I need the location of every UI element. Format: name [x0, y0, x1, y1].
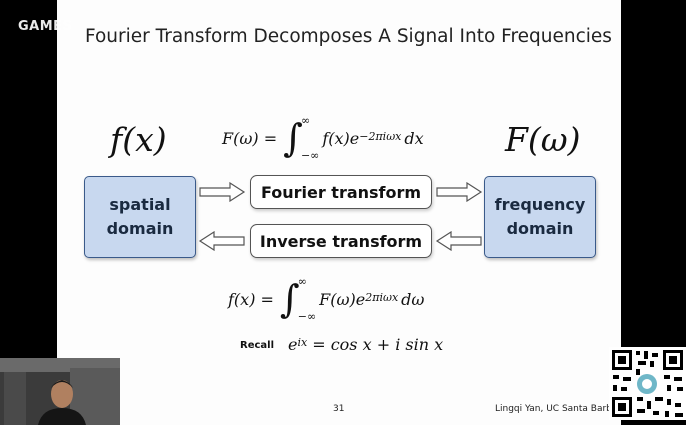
qr-code	[609, 347, 686, 420]
forward-eq-differential: dx	[404, 128, 424, 148]
forward-upper-limit: ∞	[300, 114, 311, 127]
inverse-eq-lhs: f(x) =	[228, 289, 274, 309]
presenter-video-icon	[0, 358, 120, 425]
slide-title: Fourier Transform Decomposes A Signal In…	[85, 26, 612, 47]
arrow-left-icon	[435, 231, 482, 251]
inverse-lower-limit: −∞	[297, 310, 317, 323]
frequency-domain-box: frequency domain	[484, 176, 596, 258]
inverse-eq-body: F(ω)e	[319, 289, 366, 309]
frequency-domain-line2: domain	[506, 219, 574, 238]
forward-fourier-equation: F(ω) = ∫ ∞ −∞ f(x)e−2πiωx dx	[222, 112, 424, 164]
forward-eq-exponent: −2πiωx	[359, 129, 402, 143]
frequency-function-symbol: F(ω)	[505, 120, 581, 159]
integral-sign-icon: ∫	[283, 116, 303, 160]
inverse-integral: ∫ ∞ −∞	[280, 275, 316, 323]
forward-eq-body: f(x)e	[322, 128, 360, 148]
forward-integral: ∫ ∞ −∞	[283, 114, 319, 162]
forward-eq-lhs: F(ω) =	[222, 128, 278, 148]
inverse-eq-differential: dω	[401, 289, 425, 309]
forward-lower-limit: −∞	[300, 149, 320, 162]
watermark-logo: GAMES	[18, 19, 73, 34]
inverse-eq-exponent: 2πiωx	[365, 290, 399, 304]
author-credit: Lingqi Yan, UC Santa Barba	[495, 404, 618, 414]
spatial-domain-box: spatial domain	[84, 176, 196, 258]
spatial-function-symbol: f(x)	[110, 120, 167, 159]
fourier-transform-box: Fourier transform	[250, 175, 432, 209]
spatial-domain-line2: domain	[106, 219, 174, 238]
inverse-upper-limit: ∞	[297, 275, 307, 288]
frequency-domain-line1: frequency	[494, 195, 586, 214]
euler-base: e	[288, 335, 298, 354]
arrow-left-icon	[198, 231, 245, 251]
recall-label: Recall	[240, 340, 275, 351]
qr-code-icon	[609, 347, 686, 420]
page-number: 31	[333, 404, 345, 414]
integral-sign-icon: ∫	[279, 277, 300, 321]
arrow-right-icon	[199, 182, 246, 202]
euler-exponent: ix	[297, 336, 308, 349]
arrow-right-icon	[436, 182, 483, 202]
inverse-transform-box: Inverse transform	[250, 224, 432, 258]
euler-rhs: = cos x + i sin x	[312, 335, 444, 354]
spatial-domain-line1: spatial	[109, 195, 171, 214]
webcam-overlay	[0, 358, 120, 425]
